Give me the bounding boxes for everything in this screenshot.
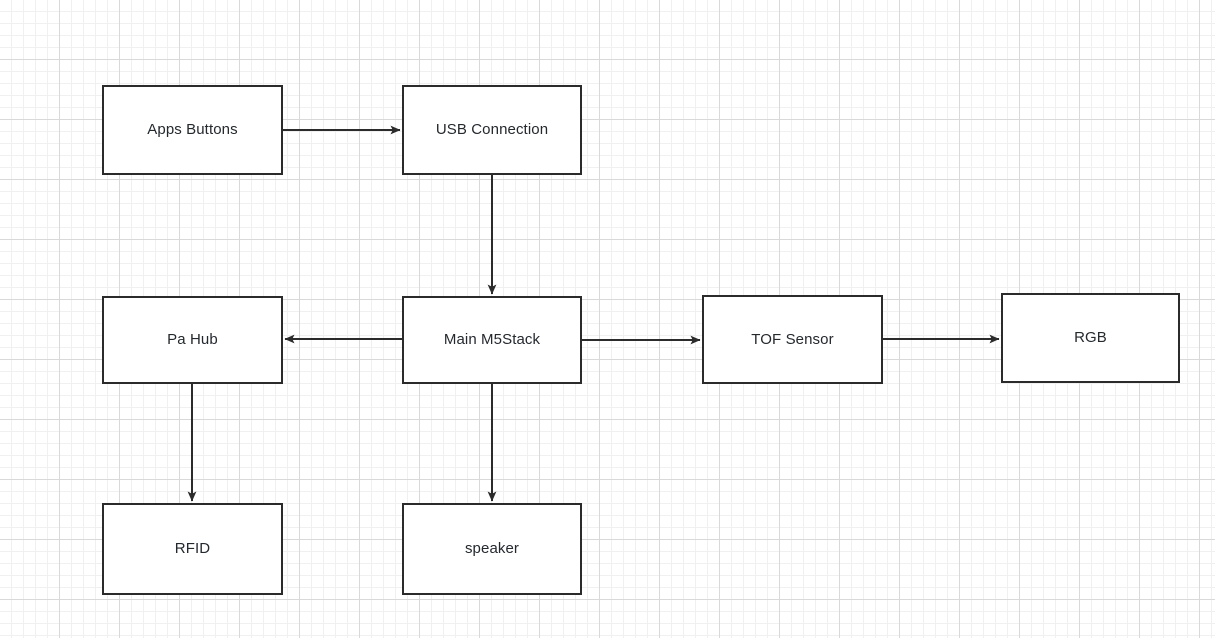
node-rgb[interactable]: RGB	[1001, 293, 1180, 383]
node-label: Apps Buttons	[147, 121, 238, 138]
node-speaker[interactable]: speaker	[402, 503, 582, 595]
node-pa-hub[interactable]: Pa Hub	[102, 296, 283, 384]
node-main-m5stack[interactable]: Main M5Stack	[402, 296, 582, 384]
node-label: RGB	[1074, 329, 1107, 346]
node-apps-buttons[interactable]: Apps Buttons	[102, 85, 283, 175]
node-label: TOF Sensor	[751, 330, 834, 348]
node-tof-sensor[interactable]: TOF Sensor	[702, 295, 883, 384]
node-rfid[interactable]: RFID	[102, 503, 283, 595]
node-usb-connection[interactable]: USB Connection	[402, 85, 582, 175]
node-label: Pa Hub	[167, 331, 218, 348]
node-label: USB Connection	[435, 121, 549, 138]
node-label: RFID	[174, 540, 211, 557]
node-label: speaker	[464, 540, 520, 557]
node-label: Main M5Stack	[443, 331, 541, 348]
